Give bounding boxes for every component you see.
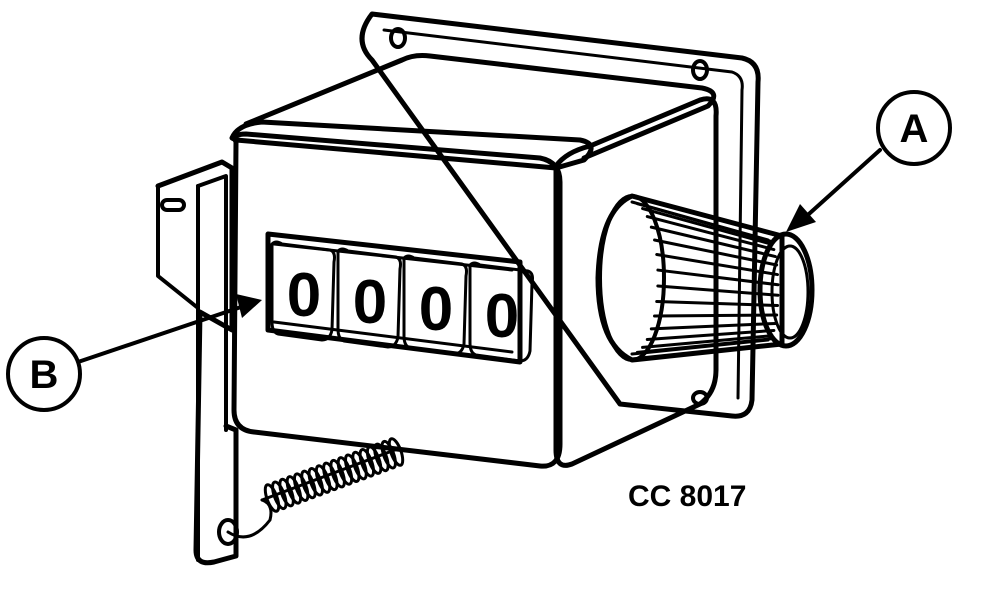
knob-rib	[655, 253, 780, 277]
spring-coil	[292, 472, 310, 502]
bracket-slot	[160, 198, 186, 212]
spring-coil	[300, 469, 317, 500]
mounting-hole-top-right	[691, 59, 709, 81]
knob-rib	[645, 328, 776, 341]
knob-rib	[641, 207, 774, 246]
reset-knob[interactable]	[595, 193, 815, 363]
callout-a: A	[876, 90, 952, 166]
spring-coil	[307, 466, 324, 497]
counter-digit: 0	[419, 275, 453, 344]
spring-coil	[351, 450, 368, 481]
counter-digit: 0	[485, 282, 519, 351]
knob-rib	[649, 225, 777, 259]
knob-rib	[635, 202, 772, 243]
callout-b-label: B	[30, 353, 59, 397]
spring-coil	[314, 464, 332, 494]
counter-digit: 0	[287, 261, 321, 330]
spring-coil	[278, 477, 295, 508]
digit-wheel	[336, 247, 402, 349]
mounting-bracket	[155, 159, 239, 566]
knob-rib	[653, 238, 779, 267]
counter-housing	[229, 53, 719, 469]
callout-arrow-a	[786, 148, 882, 232]
bracket-hole	[217, 518, 239, 546]
knob-rib	[653, 313, 779, 318]
knob-rib	[645, 215, 776, 252]
knob-rib	[655, 299, 780, 307]
mounting-hole-top-left	[389, 27, 407, 49]
digit-wheel	[270, 240, 336, 342]
counter-digit: 0	[353, 268, 387, 337]
spring-coil	[336, 456, 354, 486]
spring-coil	[263, 483, 281, 513]
spring-coil	[358, 448, 376, 478]
digit-wheel	[402, 254, 468, 356]
knob-rib	[630, 338, 770, 356]
callout-b: B	[6, 336, 82, 412]
callout-a-label: A	[900, 107, 929, 151]
return-spring	[226, 437, 405, 539]
knob-rib	[649, 321, 777, 331]
spring-coil	[271, 480, 288, 511]
callout-arrow-b	[76, 294, 262, 364]
spring-coil	[329, 458, 346, 489]
spring-coil	[285, 475, 303, 505]
knob-rib	[641, 334, 774, 349]
spring-coil	[380, 439, 397, 470]
spring-coil	[344, 453, 361, 484]
digit-wheel	[468, 261, 534, 363]
reference-code: CC 8017	[628, 480, 746, 513]
knob-end-cap	[757, 231, 815, 349]
spring-coil	[322, 461, 339, 492]
